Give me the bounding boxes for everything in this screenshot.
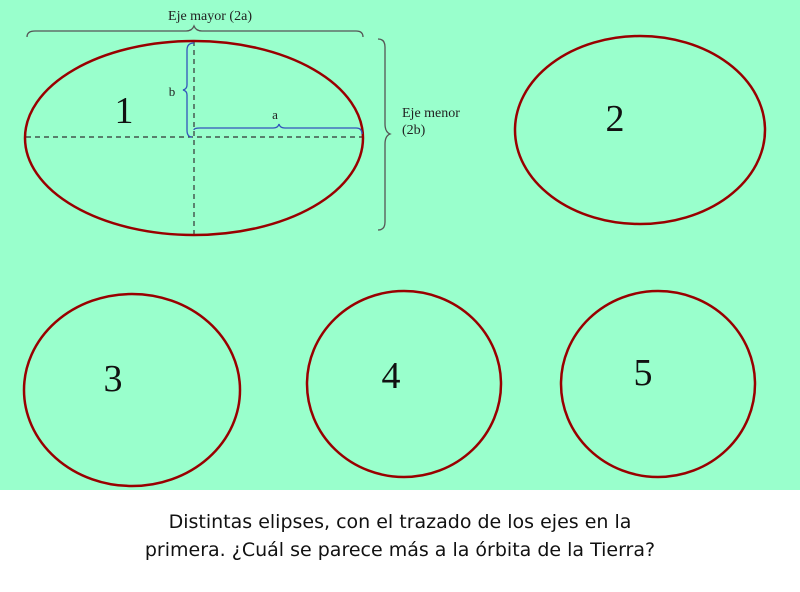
caption-line-2: primera. ¿Cuál se parece más a la órbita… <box>144 539 656 561</box>
ellipse-1 <box>23 39 365 237</box>
minor-axis-bracket <box>377 38 392 231</box>
ellipse-4 <box>305 289 503 479</box>
ellipse-5 <box>559 289 757 479</box>
major-axis-bracket <box>26 24 364 38</box>
major-axis-label: Eje mayor (2a) <box>168 9 252 24</box>
ellipse-2 <box>513 34 767 226</box>
ellipse-2-number: 2 <box>606 98 625 140</box>
ellipse-5-number: 5 <box>634 352 653 394</box>
ellipse-4-number: 4 <box>382 355 401 397</box>
minor-axis-label-line1: Eje menor <box>402 106 460 121</box>
b-bracket <box>182 42 195 138</box>
diagram-background <box>0 0 800 490</box>
caption-line-1: Distintas elipses, con el trazado de los… <box>168 511 632 533</box>
semi-minor-label: b <box>169 84 176 99</box>
a-bracket <box>193 123 363 135</box>
ellipse-1-number: 1 <box>115 90 134 132</box>
ellipse-3 <box>22 292 242 488</box>
semi-major-label: a <box>272 107 278 122</box>
caption: Distintas elipses, con el trazado de los… <box>0 508 800 564</box>
ellipse-3-number: 3 <box>104 358 123 400</box>
minor-axis-label-line2: (2b) <box>402 123 426 138</box>
